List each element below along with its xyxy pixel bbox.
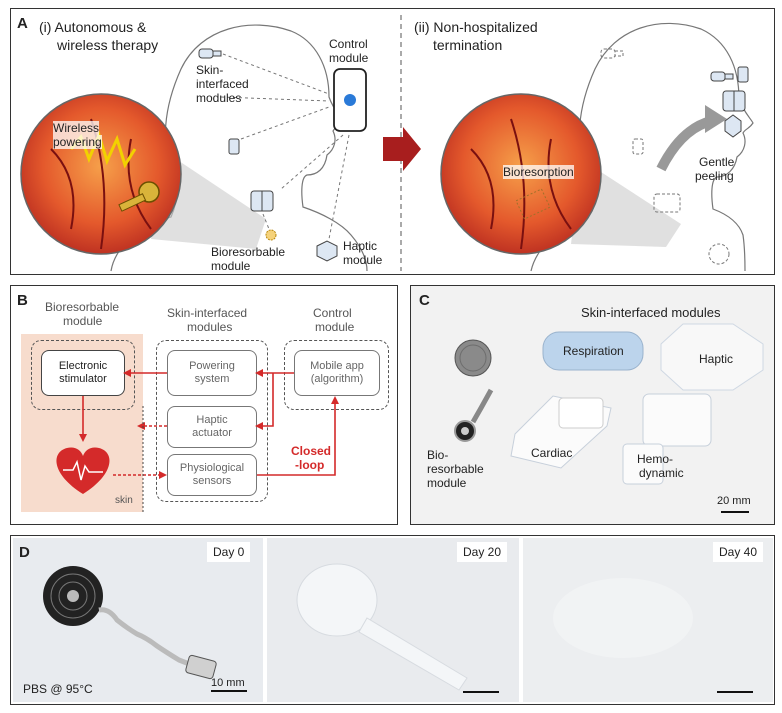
title-ii-line2: termination: [433, 37, 503, 53]
condition-label: PBS @ 95°C: [23, 682, 93, 696]
panel-c-scale: 20 mm: [717, 495, 751, 507]
haptic-label-2: module: [343, 253, 383, 267]
skin-label-1: Skin-: [196, 63, 224, 77]
skin-module-icon-1: [198, 48, 214, 59]
transition-arrow: [383, 127, 421, 171]
panel-c-photo: [454, 323, 764, 513]
hemo-label-2: dynamic: [639, 466, 684, 480]
peeling-label-2: peeling: [695, 169, 734, 183]
bioresorbable-label-2: module: [211, 259, 251, 273]
bio-label-3: module: [427, 476, 467, 490]
respiration-module: [542, 331, 644, 371]
heart-zoom-left: [20, 93, 182, 255]
closed-loop-2: -loop: [295, 458, 325, 472]
skin-module-icon-2: [228, 138, 240, 155]
col3-title-2: module: [315, 320, 355, 334]
wireless-label-2: powering: [53, 135, 102, 149]
wireless-label-1: Wireless: [53, 121, 100, 135]
bioresorbable-device: [470, 388, 494, 424]
title-ii-line1: (ii) Non-hospitalized: [414, 19, 538, 35]
title-i-line2: wireless therapy: [57, 37, 159, 53]
bioresorbable-chip: [265, 229, 277, 241]
bio-label-1: Bio-: [427, 448, 449, 462]
panel-b-arrows: [56, 369, 339, 512]
bioresorbable-label-1: Bioresorbable: [211, 245, 286, 259]
bioresorption-label: Bioresorption: [503, 165, 574, 179]
control-group: [284, 340, 389, 410]
mobile-app-box: Mobile app(algorithm): [294, 350, 380, 396]
haptic-icon: [316, 240, 338, 262]
control-label-2: module: [329, 51, 369, 65]
col2-title-2: modules: [187, 320, 233, 334]
panel-a-label: A: [17, 15, 28, 32]
panel-c: C Skin-interfaced modules Respiration Ha…: [410, 285, 775, 525]
skin-label-3: modules: [196, 91, 242, 105]
col3-title-1: Control: [313, 306, 352, 320]
panel-b-label: B: [17, 292, 28, 309]
panel-c-label: C: [419, 292, 430, 309]
respiration-label: Respiration: [563, 344, 624, 358]
control-label-1: Control: [329, 37, 368, 51]
bio-label-2: resorbable: [427, 462, 484, 476]
day40-label: Day 40: [713, 542, 764, 562]
haptic-label-1: Haptic: [343, 239, 378, 253]
day20-label: Day 20: [457, 542, 508, 562]
skin-interfaced-group: [156, 340, 268, 502]
panel-d: D Day 0 Day 20 Day 40 PBS @ 95°C 10 mm: [10, 535, 775, 705]
panel-a: A (i) Autonomous & wireless therapy (ii)…: [10, 8, 775, 275]
panel-d-scale: 10 mm: [211, 677, 245, 689]
panel-d-label: D: [19, 544, 30, 561]
hemodynamic-module: [642, 393, 712, 447]
photo-day20: [267, 538, 519, 702]
closed-loop-1: Closed: [291, 444, 332, 458]
haptic-label: Haptic: [699, 352, 734, 366]
peeling-label-1: Gentle: [699, 155, 735, 169]
col2-title-1: Skin-interfaced: [167, 306, 248, 320]
skin-label-2: interfaced: [196, 77, 249, 91]
day0-label: Day 0: [207, 542, 251, 562]
panel-d-scalebar: [211, 690, 247, 692]
haptic-module: [660, 323, 764, 391]
skin-label: skin: [115, 495, 133, 506]
col1-title-1: Bioresorbable: [45, 300, 120, 314]
day40-residue: [553, 578, 753, 693]
panel-c-title: Skin-interfaced modules: [581, 305, 721, 320]
title-i-line1: (i) Autonomous &: [39, 19, 147, 35]
hemo-label-1: Hemo-: [637, 452, 674, 466]
cardiac-label: Cardiac: [531, 446, 573, 460]
photo-day40: [523, 538, 773, 702]
col1-title-2: module: [63, 314, 103, 328]
panel-b: B Bioresorbable module Skin-interfaced m…: [10, 285, 398, 525]
day20-residue: [296, 563, 499, 693]
photo-day0: [13, 538, 263, 702]
day0-device: [43, 566, 217, 680]
